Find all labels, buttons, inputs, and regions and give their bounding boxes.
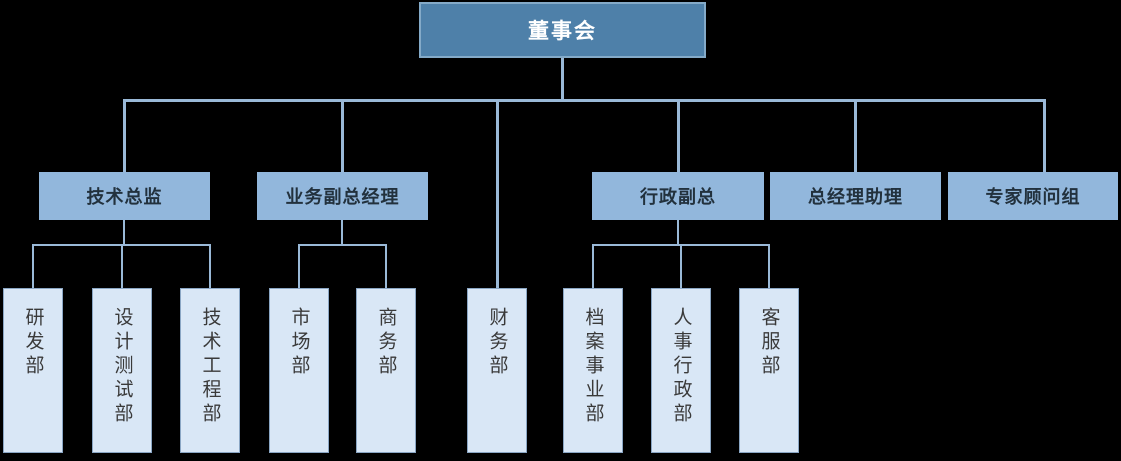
connector-drop-rd-dept (32, 244, 34, 288)
node-business-deputy-gm-label: 业务副总经理 (285, 187, 400, 207)
node-hr-admin-dept-label: 人事行政部 (670, 307, 692, 427)
node-commerce-dept[interactable]: 商务部 (356, 288, 416, 453)
connector-drop-hr-admin-dept (680, 244, 682, 288)
connector-drop-marketing-dept (298, 244, 300, 288)
node-finance-dept[interactable]: 财务部 (467, 288, 527, 453)
node-marketing-dept[interactable]: 市场部 (269, 288, 329, 453)
node-admin-deputy-label: 行政副总 (640, 187, 716, 207)
node-rd-dept[interactable]: 研发部 (3, 288, 63, 453)
node-expert-advisory[interactable]: 专家顾问组 (948, 172, 1118, 220)
connector-drop-business-deputy-gm (341, 99, 344, 172)
node-customer-service-dept[interactable]: 客服部 (739, 288, 799, 453)
connector-drop-commerce-dept (385, 244, 387, 288)
node-marketing-dept-label: 市场部 (288, 307, 310, 379)
node-design-test-dept[interactable]: 设计测试部 (92, 288, 152, 453)
node-tech-engineering-dept[interactable]: 技术工程部 (180, 288, 240, 453)
connector-drop-customer-service-dept (768, 244, 770, 288)
node-gm-assistant-label: 总经理助理 (808, 187, 903, 207)
node-expert-advisory-label: 专家顾问组 (985, 187, 1081, 207)
node-hr-admin-dept[interactable]: 人事行政部 (651, 288, 711, 453)
node-rd-dept-label: 研发部 (22, 307, 44, 379)
connector-drop-finance-dept (496, 99, 499, 288)
node-finance-dept-label: 财务部 (486, 307, 508, 379)
node-board-label: 董事会 (528, 20, 597, 43)
connector-root-drop (561, 58, 564, 100)
node-tech-director[interactable]: 技术总监 (39, 172, 210, 220)
connector-subbus-business (298, 244, 387, 246)
node-gm-assistant[interactable]: 总经理助理 (770, 172, 941, 220)
node-business-deputy-gm[interactable]: 业务副总经理 (257, 172, 428, 220)
node-admin-deputy[interactable]: 行政副总 (592, 172, 764, 220)
connector-drop-tech-engineering-dept (209, 244, 211, 288)
connector-main-bus (123, 99, 1046, 102)
node-commerce-dept-label: 商务部 (375, 307, 397, 379)
connector-drop-admin-deputy (677, 99, 680, 172)
connector-stem-business-deputy-gm (341, 220, 343, 246)
node-archives-dept-label: 档案事业部 (582, 307, 604, 427)
node-design-test-dept-label: 设计测试部 (111, 307, 133, 427)
connector-stem-admin-deputy (677, 220, 679, 246)
node-tech-engineering-dept-label: 技术工程部 (199, 307, 221, 427)
connector-drop-gm-assistant (854, 99, 857, 172)
node-customer-service-dept-label: 客服部 (758, 307, 780, 379)
connector-drop-design-test-dept (121, 244, 123, 288)
node-tech-director-label: 技术总监 (86, 187, 163, 207)
node-board[interactable]: 董事会 (419, 2, 706, 58)
connector-stem-tech-director (123, 220, 125, 246)
connector-drop-tech-director (123, 99, 126, 172)
connector-drop-expert-advisory (1043, 99, 1046, 172)
connector-drop-archives-dept (592, 244, 594, 288)
node-archives-dept[interactable]: 档案事业部 (563, 288, 623, 453)
